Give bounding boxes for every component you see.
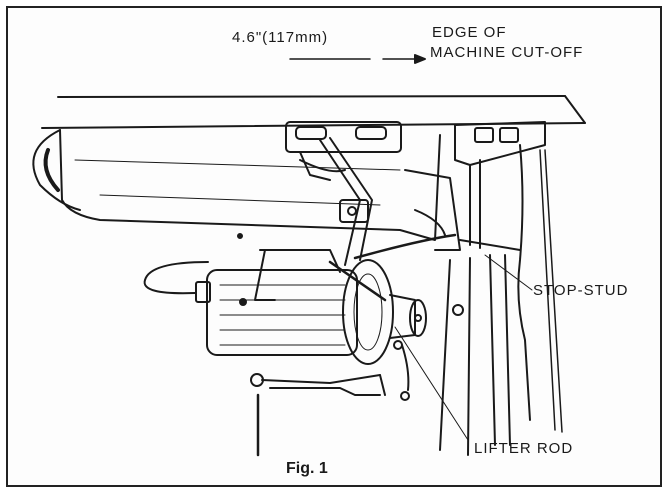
edge-of-label: EDGE OF — [432, 24, 507, 41]
switch-box — [454, 121, 546, 421]
machine-cutoff-label: MACHINE CUT-OFF — [430, 44, 584, 61]
leader-lines — [394, 254, 533, 441]
lifter-linkage — [250, 373, 410, 457]
machine-head — [32, 129, 461, 251]
stop-stud-label: STOP-STUD — [533, 282, 629, 299]
clutch-motor — [195, 249, 358, 356]
dimension-line — [289, 54, 426, 64]
motor-cable — [143, 233, 457, 295]
mount-bracket — [285, 121, 402, 266]
dimension-label: 4.6"(117mm) — [232, 29, 329, 46]
figure-frame — [6, 6, 662, 487]
clutch-housing — [328, 259, 427, 391]
lifter-rod-label: LIFTER ROD — [474, 440, 574, 457]
table-legs — [439, 149, 563, 456]
figure-caption: Fig. 1 — [286, 460, 328, 477]
